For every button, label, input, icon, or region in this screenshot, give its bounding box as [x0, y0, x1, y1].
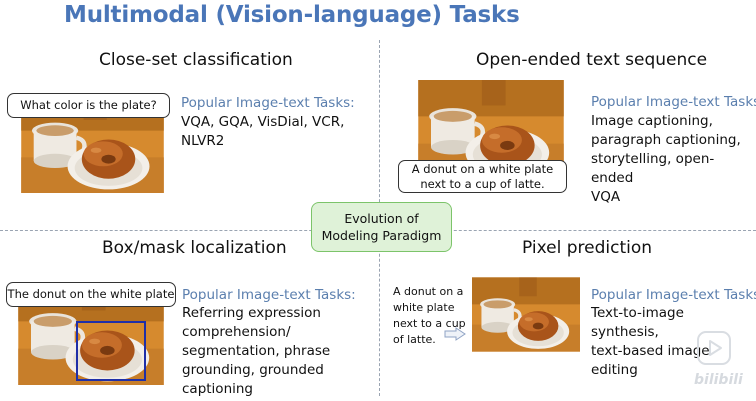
- play-icon[interactable]: [697, 331, 731, 365]
- q4-input-line: A donut on a: [393, 285, 464, 298]
- q3-phrase-bubble: The donut on the white plate: [6, 282, 176, 307]
- q1-tasks-list: VQA, GQA, VisDial, VCR, NLVR2: [181, 113, 344, 151]
- q2-caption-line: A donut on a white plate: [411, 161, 554, 176]
- q1-question-bubble: What color is the plate?: [7, 93, 170, 118]
- q3-tasks-heading: Popular Image-text Tasks:: [182, 287, 356, 303]
- q1-heading: Close-set classification: [99, 50, 293, 70]
- q4-heading: Pixel prediction: [522, 238, 653, 258]
- arrow-right-icon: [444, 327, 466, 341]
- q3-task-line: comprehension/: [182, 324, 291, 340]
- q2-tasks-list: Image captioning, paragraph captioning, …: [591, 112, 756, 207]
- q4-input-line: of latte.: [393, 333, 436, 346]
- q3-task-line: grounding, grounded: [182, 362, 324, 378]
- q4-tasks-list: Text-to-image synthesis, text-based imag…: [591, 304, 756, 380]
- q1-task-line: VQA, GQA, VisDial, VCR,: [181, 114, 345, 130]
- q4-task-line: Text-to-image synthesis,: [591, 305, 684, 340]
- q4-task-line: editing: [591, 362, 638, 378]
- q2-caption-bubble: A donut on a white plate next to a cup o…: [398, 160, 567, 193]
- q4-input-line: next to a cup: [393, 317, 466, 330]
- q1-tasks-heading: Popular Image-text Tasks:: [181, 95, 355, 111]
- localization-bounding-box: [76, 321, 146, 381]
- q4-input-line: white plate: [393, 301, 455, 314]
- evolution-box-line: Modeling Paradigm: [321, 228, 442, 243]
- watermark-logo: bilibili: [694, 372, 743, 388]
- q2-task-line: storytelling, open-ended: [591, 151, 715, 186]
- q3-tasks-list: Referring expression comprehension/ segm…: [182, 304, 330, 399]
- q3-task-line: Referring expression: [182, 305, 321, 321]
- evolution-box: Evolution of Modeling Paradigm: [311, 202, 452, 252]
- q4-input-text: A donut on a white plate next to a cup o…: [393, 284, 467, 348]
- q4-task-line: text-based image: [591, 343, 710, 359]
- q3-task-line: captioning: [182, 381, 254, 397]
- slide-title: Multimodal (Vision-language) Tasks: [64, 2, 520, 28]
- q3-heading: Box/mask localization: [102, 238, 287, 258]
- q2-task-line: Image captioning,: [591, 113, 713, 129]
- evolution-box-line: Evolution of: [344, 211, 419, 226]
- q4-tasks-heading: Popular Image-text Tasks:: [591, 287, 756, 303]
- q3-task-line: segmentation, phrase: [182, 343, 331, 359]
- q2-heading: Open-ended text sequence: [476, 50, 708, 70]
- q2-caption-line: next to a cup of latte.: [420, 176, 545, 191]
- q2-task-line: paragraph captioning,: [591, 132, 741, 148]
- q2-task-line: VQA: [591, 189, 621, 205]
- q1-task-line: NLVR2: [181, 133, 225, 149]
- q2-tasks-heading: Popular Image-text Tasks:: [591, 94, 756, 110]
- q4-generated-photo: [472, 275, 580, 354]
